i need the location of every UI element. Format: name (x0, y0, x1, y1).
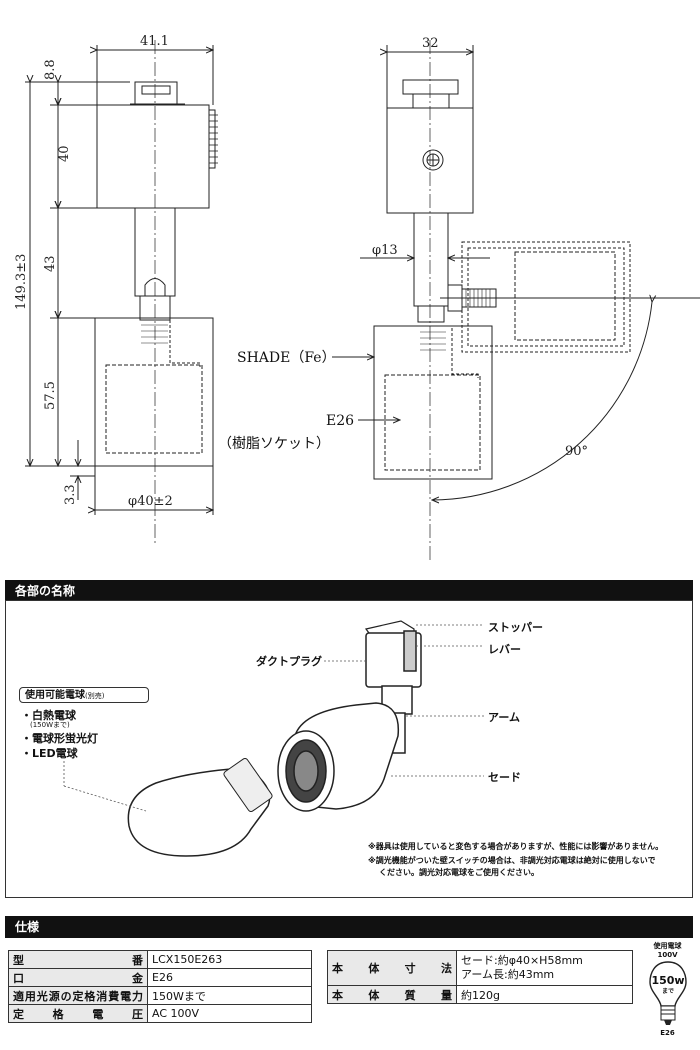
bulb-icon-watt: 150w (651, 974, 684, 987)
spec-table-left: 型番 LCX150E263 口金 E26 適用光源の定格消費電力 150Wまで … (8, 950, 312, 1023)
spec-key: 型番 (8, 950, 148, 969)
dim-shade-height: 57.5 (43, 381, 58, 410)
spec-value: セード:約φ40×H58mm (461, 954, 583, 967)
note-dimmer: ※調光機能がついた壁スイッチの場合は、非調光対応電球は絶対に使用しないで (368, 856, 656, 865)
dim-shade-diameter: φ40±2 (128, 494, 173, 509)
label-duct-plug: ダクトプラグ (256, 655, 322, 668)
label-shade: セード (488, 771, 521, 784)
dim-body-height: 40 (57, 145, 72, 162)
bulb-icon: 150w まで (648, 961, 687, 1025)
note-dimmer-2: ください。調光対応電球をご使用ください。 (379, 868, 539, 877)
table-row: 型番 LCX150E263 (8, 950, 312, 969)
parts-panel: ストッパー レバー ダクトプラグ アーム セード 使用可能電球(別売) ・白熱電… (5, 600, 693, 898)
spec-value: アーム長:約43mm (461, 968, 555, 981)
bulb-icon-watt-sub: まで (661, 987, 673, 995)
spec-value: LCX150E263 (147, 950, 312, 969)
bulb-type-cfl: ・電球形蛍光灯 (21, 732, 98, 745)
spec-key: 適用光源の定格消費電力 (8, 986, 148, 1005)
spec-value: 約120g (456, 985, 633, 1004)
bulb-type-incandescent-note: (150Wまで) (30, 721, 70, 729)
dim-angle: 90° (565, 444, 588, 459)
spec-key: 本体寸法 (327, 950, 457, 986)
spec-table-right: 本体寸法 セード:約φ40×H58mm アーム長:約43mm 本体質量 約120… (327, 950, 633, 1004)
label-lever: レバー (488, 643, 521, 656)
bulb-icon-base: E26 (660, 1029, 675, 1037)
product-illustration (63, 620, 484, 857)
bulb-type-incandescent: ・白熱電球 (21, 709, 76, 722)
dim-total-height: 149.3±3 (14, 254, 29, 310)
spec-section-header: 仕様 (5, 916, 693, 938)
bulb-icon-title: 使用電球 (653, 942, 682, 950)
table-row: 口金 E26 (8, 968, 312, 987)
table-row: 適用光源の定格消費電力 150Wまで (8, 986, 312, 1005)
spec-key: 定格電圧 (8, 1004, 148, 1023)
label-stopper: ストッパー (488, 621, 543, 634)
spec-section-title: 仕様 (15, 920, 40, 934)
dim-arm-diameter: φ13 (372, 243, 398, 258)
parts-section-title: 各部の名称 (15, 584, 76, 598)
note-discoloration: ※器具は使用していると変色する場合がありますが、性能には影響がありません。 (368, 842, 664, 851)
socket-note-label: （樹脂ソケット） (218, 436, 330, 452)
usable-bulbs-box: 使用可能電球(別売) (19, 687, 149, 703)
table-row: 本体質量 約120g (327, 985, 633, 1004)
spec-value: 150Wまで (147, 986, 312, 1005)
shade-material-label: SHADE（Fe） (237, 350, 336, 366)
parts-section-header: 各部の名称 (5, 580, 693, 602)
dim-bottom-offset: 3.3 (63, 484, 78, 505)
dim-width-top: 41.1 (140, 34, 169, 49)
spec-value: AC 100V (147, 1004, 312, 1023)
table-row: 本体寸法 セード:約φ40×H58mm アーム長:約43mm (327, 950, 633, 986)
bulb-icon-badge: 使用電球 100V 150w まで E26 (640, 942, 695, 1038)
dim-width-side: 32 (422, 36, 439, 51)
bulb-icon-voltage: 100V (657, 951, 678, 959)
technical-drawing: 41.1 32 8.8 40 43 149.3±3 57.5 3.3 φ40±2… (14, 34, 700, 560)
table-row: 定格電圧 AC 100V (8, 1004, 312, 1023)
dim-arm-height: 43 (43, 255, 58, 272)
dim-top-height: 8.8 (43, 59, 58, 80)
spec-value: E26 (147, 968, 312, 987)
spec-key: 本体質量 (327, 985, 457, 1004)
usable-bulbs-title: 使用可能電球 (25, 690, 85, 701)
usable-bulbs-note: (別売) (85, 692, 105, 700)
spec-key: 口金 (8, 968, 148, 987)
socket-label: E26 (326, 413, 354, 429)
bulb-type-led: ・LED電球 (21, 747, 78, 760)
label-arm: アーム (488, 711, 521, 724)
